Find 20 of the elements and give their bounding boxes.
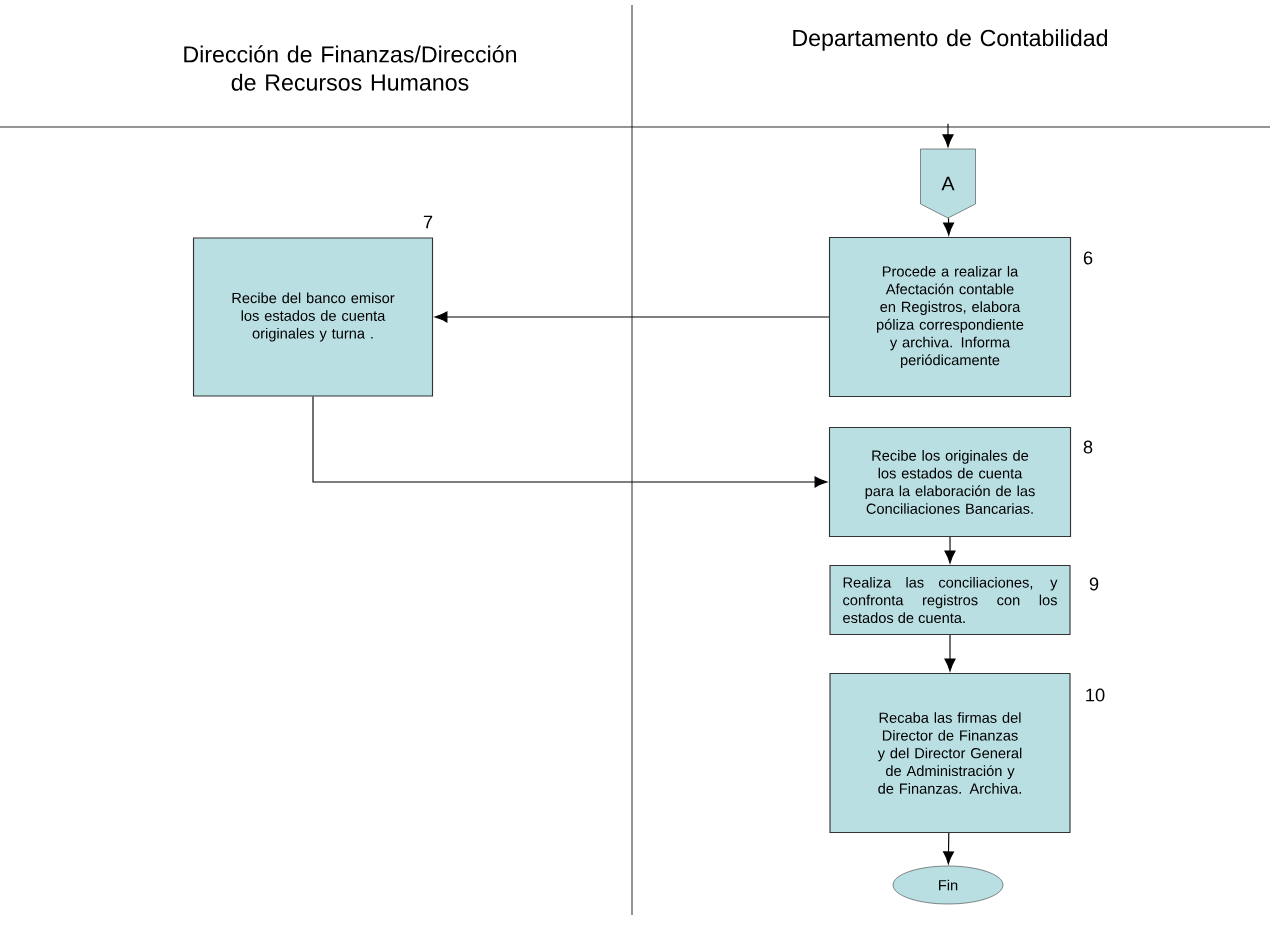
- process-box: Recibe los originales de los estados de cuenta para la elaboración de las Conciliaciones Bancarias.: [828, 426, 1072, 538]
- step-number: 8: [1083, 440, 1093, 454]
- step-number: 7: [423, 215, 433, 229]
- arrow: [943, 217, 955, 236]
- arrow: [943, 832, 955, 865]
- process-box: Procede a realizar la Afectación contable en Registros, elabora póliza correspondiente y archiva. Informa periódicamente: [828, 236, 1072, 398]
- arrow: [944, 634, 956, 672]
- arrow: [312, 396, 828, 488]
- lane-header: Dirección de Finanzas/Dirección de Recursos Humanos: [184, 45, 517, 91]
- lane-header: Departamento de Contabilidad: [793, 29, 1108, 51]
- off-page-connector: A: [920, 148, 976, 219]
- arrow: [434, 311, 830, 323]
- process-box: Realiza las conciliaciones, y confronta registros con los estados de cuenta.: [829, 564, 1071, 636]
- arrow: [944, 536, 956, 564]
- process-box: Recaba las firmas del Director de Finanzas y del Director General de Administración y de Finanzas. Archiva.: [829, 672, 1071, 834]
- step-number: 6: [1083, 251, 1093, 265]
- step-number: 10: [1086, 688, 1105, 702]
- process-box: Recibe del banco emisor los estados de cuenta originales y turna .: [192, 237, 434, 397]
- step-number: 9: [1089, 577, 1099, 591]
- arrow: [942, 123, 954, 148]
